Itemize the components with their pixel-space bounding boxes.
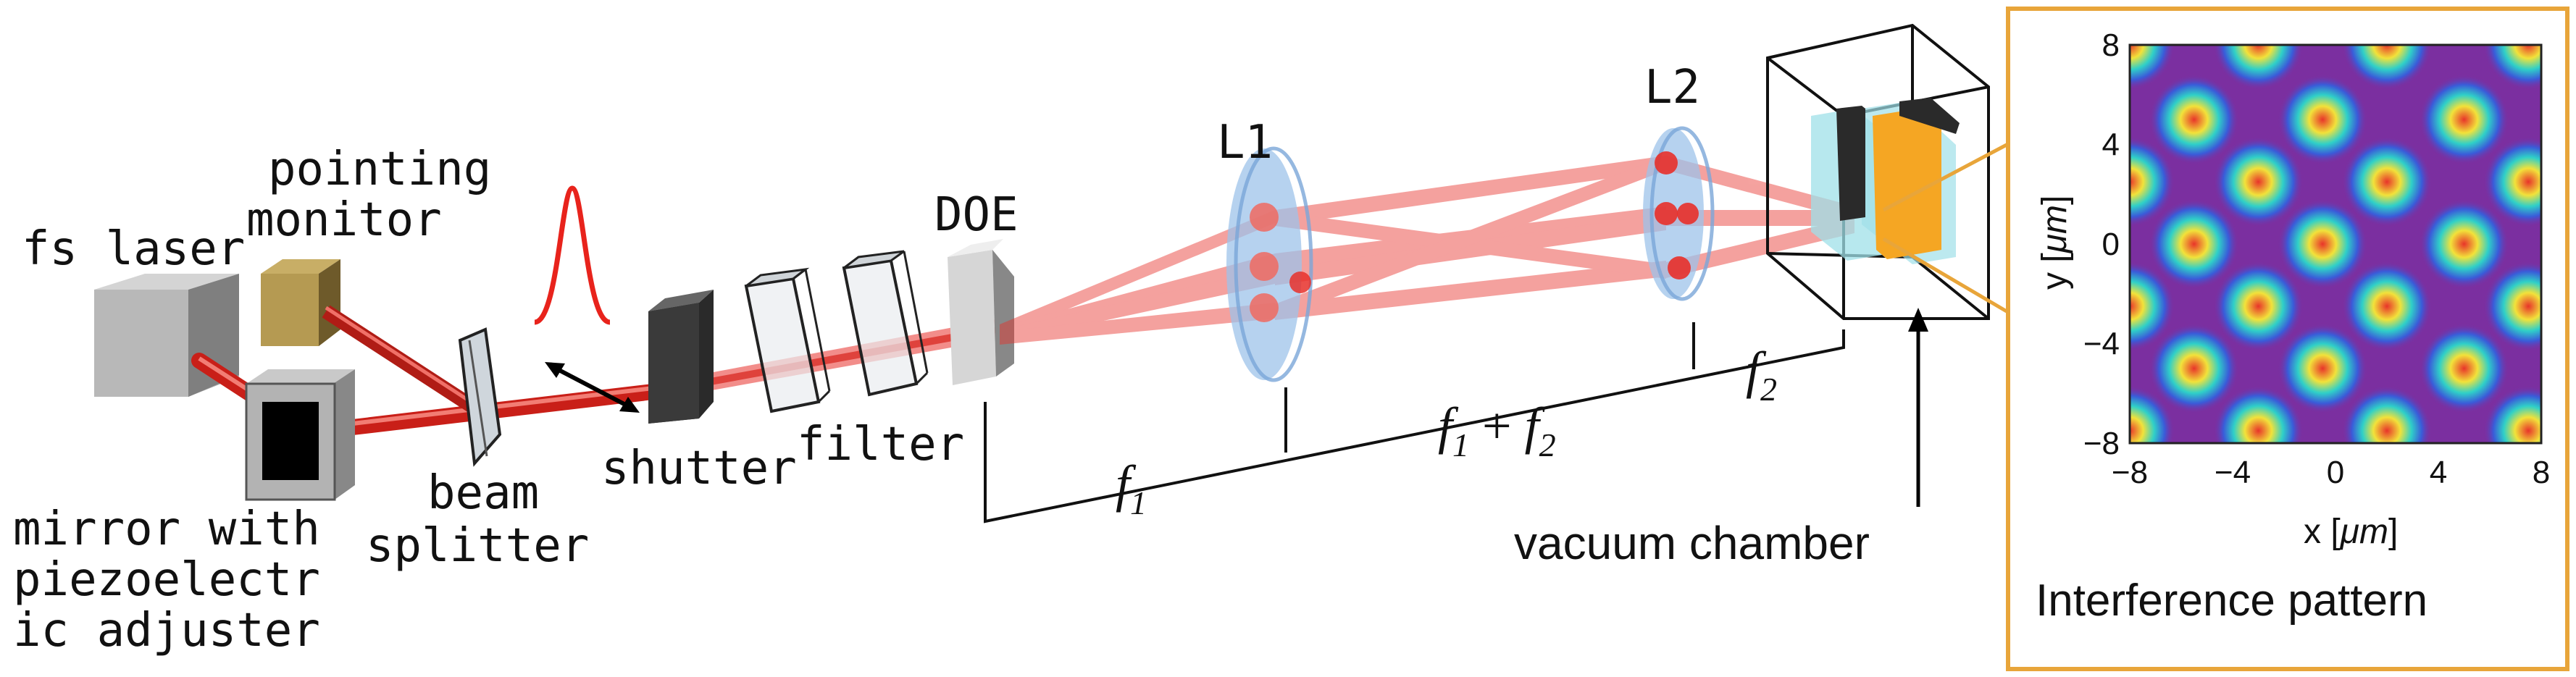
intensity-maximum-0-3	[2483, 45, 2541, 90]
diffracted-beams	[1000, 156, 1854, 345]
intensity-maximum-5-2	[2419, 323, 2509, 413]
polarization-double-arrow	[545, 362, 640, 413]
intensity-maximum-2-3	[2483, 137, 2541, 227]
intensity-maximum-1-1	[2278, 75, 2368, 165]
y-tick-label: 8	[2102, 28, 2120, 63]
heatmap-maxima	[2130, 45, 2541, 443]
intensity-maximum-4-1	[2213, 261, 2304, 351]
dim-label-f1: f1	[1116, 455, 1147, 521]
label-fs-laser: fs laser	[22, 222, 245, 276]
dimension-lines	[984, 322, 1845, 523]
dim-label-f1-plus-f2: f1 + f2	[1438, 397, 1556, 463]
x-tick-label: −8	[2112, 455, 2148, 490]
x-axis-label: x [μm]	[2304, 513, 2398, 551]
intensity-maximum-4-2	[2342, 261, 2432, 351]
label-mirror-line2: piezoelectr	[13, 553, 320, 607]
sample-substrate	[1811, 98, 1960, 264]
intensity-maximum-3-0	[2149, 199, 2239, 289]
filter-slab-1	[744, 267, 831, 413]
intensity-maximum-5-1	[2278, 323, 2368, 413]
x-tick-label: 4	[2430, 455, 2447, 490]
label-mirror-line3: ic adjuster	[13, 604, 320, 657]
vacuum-chamber-arrow	[1908, 308, 1928, 507]
fs-laser	[94, 274, 239, 397]
filter-slab-2	[842, 250, 929, 397]
label-mirror-line1: mirror with	[13, 503, 320, 556]
inset-connector-lines	[1882, 143, 2008, 314]
label-filter: filter	[797, 418, 964, 471]
intensity-maximum-1-2	[2419, 75, 2509, 165]
intensity-maximum-0-0	[2130, 45, 2175, 90]
inset-caption: Interference pattern	[2036, 576, 2427, 626]
lens-l2	[1643, 126, 1715, 301]
lens-l1	[1226, 146, 1313, 382]
label-vacuum-chamber: vacuum chamber	[1514, 517, 1870, 569]
beam-splitter	[458, 327, 502, 467]
intensity-maximum-4-3	[2483, 261, 2541, 351]
intensity-maximum-6-2	[2342, 385, 2432, 443]
doe	[948, 239, 1014, 385]
y-tick-label: 4	[2102, 127, 2120, 163]
y-tick-label: −4	[2083, 327, 2120, 362]
label-splitter: splitter	[366, 519, 589, 573]
label-shutter: shutter	[601, 442, 797, 495]
shutter	[648, 290, 714, 424]
heatmap-ticks: −8 −4 0 4 8 8 4 0 −4 −8	[2083, 28, 2550, 490]
intensity-maximum-0-1	[2213, 45, 2304, 90]
intensity-maximum-2-1	[2213, 137, 2304, 227]
x-tick-label: −4	[2215, 455, 2251, 490]
pointing-monitor	[261, 259, 340, 346]
x-tick-label: 0	[2327, 455, 2344, 490]
intensity-maximum-1-0	[2149, 75, 2239, 165]
interference-pattern-inset: −8 −4 0 4 8 8 4 0 −4 −8 x [μm] y [μm] Interferenc…	[2006, 7, 2569, 671]
pulse-shape	[533, 185, 611, 325]
y-tick-label: −8	[2083, 426, 2120, 461]
intensity-maximum-3-1	[2278, 199, 2368, 289]
label-l2: L2	[1644, 61, 1700, 114]
y-tick-label: 0	[2102, 227, 2120, 262]
y-axis-label: y [μm]	[2036, 195, 2074, 290]
mirror-with-piezo-adjuster	[245, 369, 355, 501]
label-beam: beam	[427, 466, 539, 520]
label-doe: DOE	[934, 188, 1019, 242]
intensity-maximum-6-1	[2213, 385, 2304, 443]
label-l1: L1	[1217, 116, 1273, 169]
intensity-maximum-6-3	[2483, 385, 2541, 443]
x-tick-label: 8	[2533, 455, 2550, 490]
heatmap-frame	[2128, 43, 2543, 445]
intensity-maximum-0-2	[2342, 45, 2432, 90]
intensity-maximum-4-0	[2130, 261, 2175, 351]
label-monitor: monitor	[246, 193, 442, 247]
intensity-maximum-2-2	[2342, 137, 2432, 227]
intensity-maximum-5-0	[2149, 323, 2239, 413]
intensity-maximum-3-2	[2419, 199, 2509, 289]
intensity-maximum-6-0	[2130, 385, 2175, 443]
label-pointing: pointing	[268, 143, 491, 196]
dim-label-f2: f2	[1746, 341, 1777, 408]
intensity-maximum-2-0	[2130, 137, 2175, 227]
